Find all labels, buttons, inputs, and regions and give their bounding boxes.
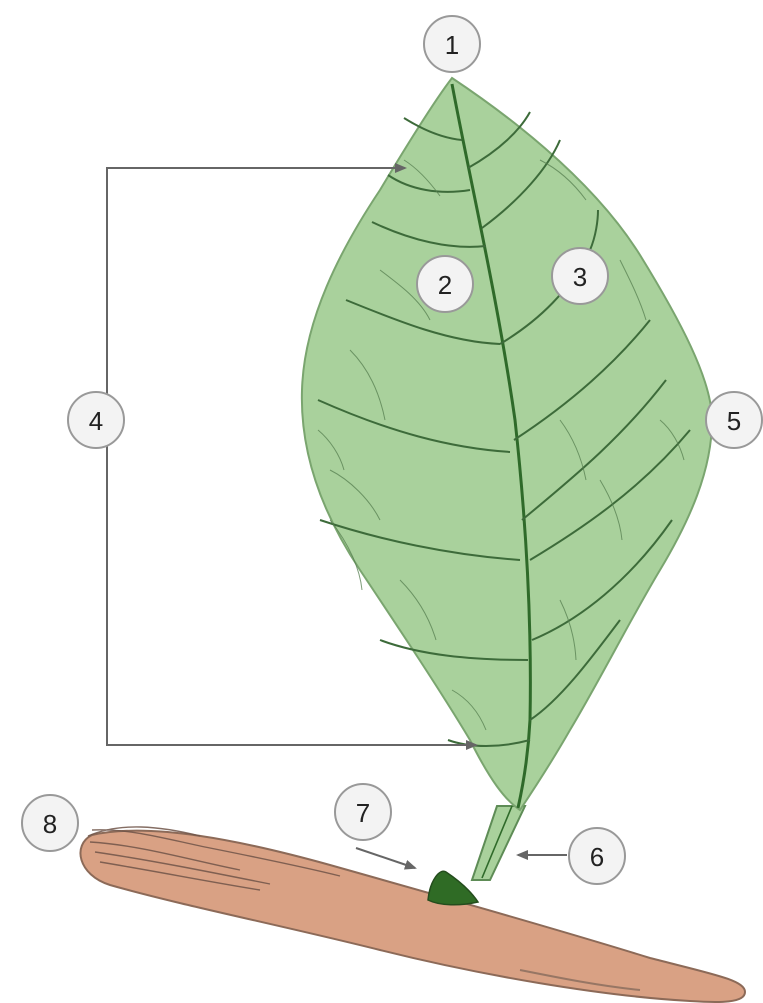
leaf-outline — [302, 78, 712, 810]
arrow-7 — [356, 848, 415, 868]
callout-1: 1 — [424, 16, 480, 72]
callout-4: 4 — [68, 392, 124, 448]
callout-1-label: 1 — [445, 30, 459, 60]
leaf-blade — [302, 78, 712, 810]
callout-2-label: 2 — [438, 270, 452, 300]
callout-6-label: 6 — [590, 842, 604, 872]
callout-7: 7 — [335, 784, 391, 840]
callout-5: 5 — [706, 392, 762, 448]
callout-3: 3 — [552, 248, 608, 304]
axillary-bud — [428, 871, 478, 905]
callout-6: 6 — [569, 828, 625, 884]
callout-8: 8 — [22, 795, 78, 851]
callout-3-label: 3 — [573, 262, 587, 292]
callout-8-label: 8 — [43, 809, 57, 839]
twig — [80, 827, 745, 1002]
callout-7-label: 7 — [356, 798, 370, 828]
callout-4-label: 4 — [89, 406, 103, 436]
callout-2: 2 — [417, 256, 473, 312]
callout-5-label: 5 — [727, 406, 741, 436]
petiole — [472, 806, 525, 880]
